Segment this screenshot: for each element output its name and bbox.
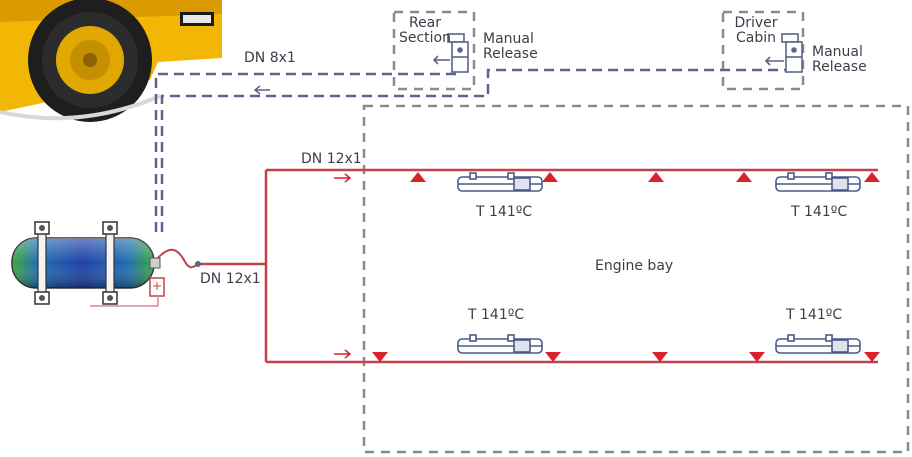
engine-bay-zone [362, 104, 910, 454]
cabin-manual-release-line: Release [812, 59, 867, 75]
rear-manual-release-label: Manual Release [483, 32, 538, 62]
detector-temp-label: T 141ºC [791, 204, 848, 220]
cabin-manual-release-valve-icon [764, 33, 803, 73]
cylinder-hose [153, 248, 199, 269]
rear-section-label-line: Rear [408, 15, 442, 31]
pipe-joint [195, 261, 201, 267]
nozzle-icon [372, 352, 880, 362]
engine-bay-label: Engine bay [595, 258, 674, 274]
driver-cabin-label: Driver Cabin [726, 16, 786, 46]
rear-manual-release-line: Release [483, 46, 538, 62]
heat-detector-icon [775, 334, 861, 354]
cabin-manual-release-label: Manual Release [812, 45, 867, 75]
pneumatic-line-label: DN 8x1 [244, 50, 296, 66]
detector-temp-label: T 141ºC [476, 204, 533, 220]
driver-cabin-label-line: Driver [734, 15, 778, 31]
detector-temp-label: T 141ºC [468, 307, 525, 323]
distribution-pipe [196, 168, 878, 364]
driver-cabin-zone [721, 10, 805, 91]
cylinder-line-label: DN 12x1 [200, 271, 261, 287]
driver-cabin-label-line: Cabin [735, 30, 776, 46]
flow-arrow-right-icon [334, 173, 352, 359]
heat-detector-icon [457, 172, 543, 192]
rear-section-label-line: Section [398, 30, 451, 46]
nozzle-icon [410, 172, 880, 182]
rear-section-zone [392, 10, 476, 91]
vehicle-image [0, 0, 222, 122]
rear-manual-release-valve-icon [432, 33, 469, 73]
detector-temp-label: T 141ºC [786, 307, 843, 323]
heat-detector-icon [775, 172, 861, 192]
pneumatic-line [154, 65, 794, 232]
rear-manual-release-line: Manual [483, 31, 534, 47]
cabin-manual-release-line: Manual [812, 44, 863, 60]
suppression-cylinder [11, 221, 165, 307]
upper-line-label: DN 12x1 [301, 151, 362, 167]
flow-arrow-left-icon [253, 85, 270, 95]
rear-section-label: Rear Section [394, 16, 456, 46]
heat-detector-icon [457, 334, 543, 354]
